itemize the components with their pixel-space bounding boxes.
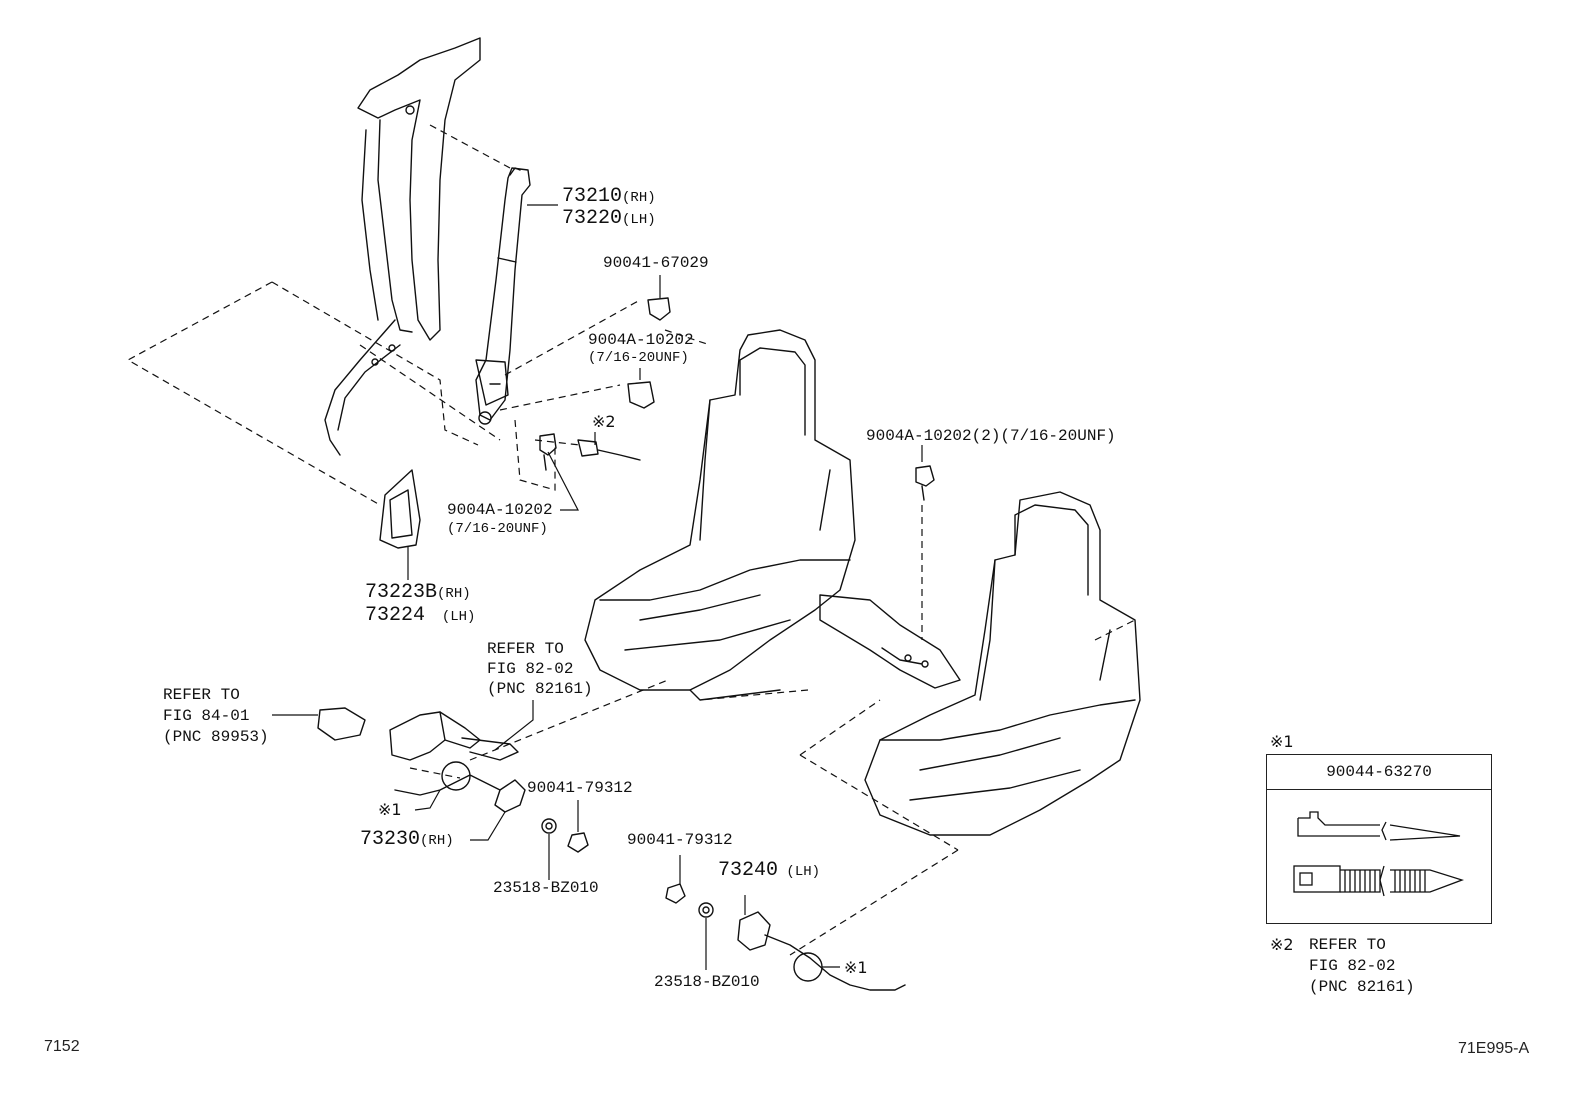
bolts — [539, 297, 935, 501]
label-buckle-lh: 73240 (LH) — [718, 859, 821, 882]
label-refer-82-02-l1: REFER TO — [487, 640, 564, 658]
label-retractor-lh: 73220(LH) — [562, 207, 656, 230]
label-anchor-bolt: 9004A-10202 — [588, 331, 694, 349]
seat-rail — [819, 594, 961, 689]
label-refer-82-02-l2: FIG 82-02 — [487, 660, 574, 678]
label-refer-84-01-l2: FIG 84-01 — [163, 707, 250, 725]
inset-box: 90044-63270 — [1266, 754, 1492, 924]
note2-line1: REFER TO — [1309, 936, 1386, 954]
label-refer-82-02-l3: (PNC 82161) — [487, 680, 593, 698]
label-bolt-top: 90041-67029 — [603, 254, 709, 272]
note2-line2: FIG 82-02 — [1309, 957, 1396, 975]
note1-mark-rh: ※1 — [378, 800, 402, 819]
buckle-rh-assembly — [317, 707, 589, 853]
front-seat-rh — [584, 329, 856, 701]
note1-mark-lh: ※1 — [844, 958, 868, 977]
leader-lines — [272, 204, 923, 970]
label-seat-bolt: 9004A-10202(2)(7/16-20UNF) — [866, 427, 1116, 445]
footer-right-code: 71E995-A — [1458, 1040, 1530, 1057]
inset-mark: ※1 — [1270, 732, 1294, 751]
note2-mark-diagram: ※2 — [592, 412, 616, 431]
retractor-assembly — [475, 167, 531, 425]
front-seat-lh — [864, 491, 1141, 836]
label-nut-lh: 90041-79312 — [627, 831, 733, 849]
label-washer-rh: 23518-BZ010 — [493, 879, 599, 897]
label-nut-rh: 90041-79312 — [527, 779, 633, 797]
lower-cover — [379, 469, 421, 549]
label-refer-84-01-l3: (PNC 89953) — [163, 728, 269, 746]
label-cover-lh: 73224 (LH) — [365, 604, 476, 627]
inset-part-number: 90044-63270 — [1267, 755, 1491, 790]
label-cover-rh: 73223B(RH) — [365, 581, 471, 604]
label-lower-bolt: 9004A-10202 — [447, 501, 553, 519]
inset-tie-straps — [1293, 811, 1465, 897]
dashed-guide-lines — [126, 124, 1136, 956]
label-lower-bolt-spec: (7/16-20UNF) — [447, 521, 548, 537]
note2-mark: ※2 — [1270, 935, 1294, 954]
label-buckle-rh: 73230(RH) — [360, 828, 454, 851]
label-anchor-bolt-spec: (7/16-20UNF) — [588, 350, 689, 366]
note2-line3: (PNC 82161) — [1309, 978, 1415, 996]
label-washer-lh: 23518-BZ010 — [654, 973, 760, 991]
label-refer-84-01-l1: REFER TO — [163, 686, 240, 704]
footer-left-code: 7152 — [44, 1038, 80, 1055]
pillar-trim — [324, 37, 481, 456]
label-retractor-rh: 73210(RH) — [562, 185, 656, 208]
